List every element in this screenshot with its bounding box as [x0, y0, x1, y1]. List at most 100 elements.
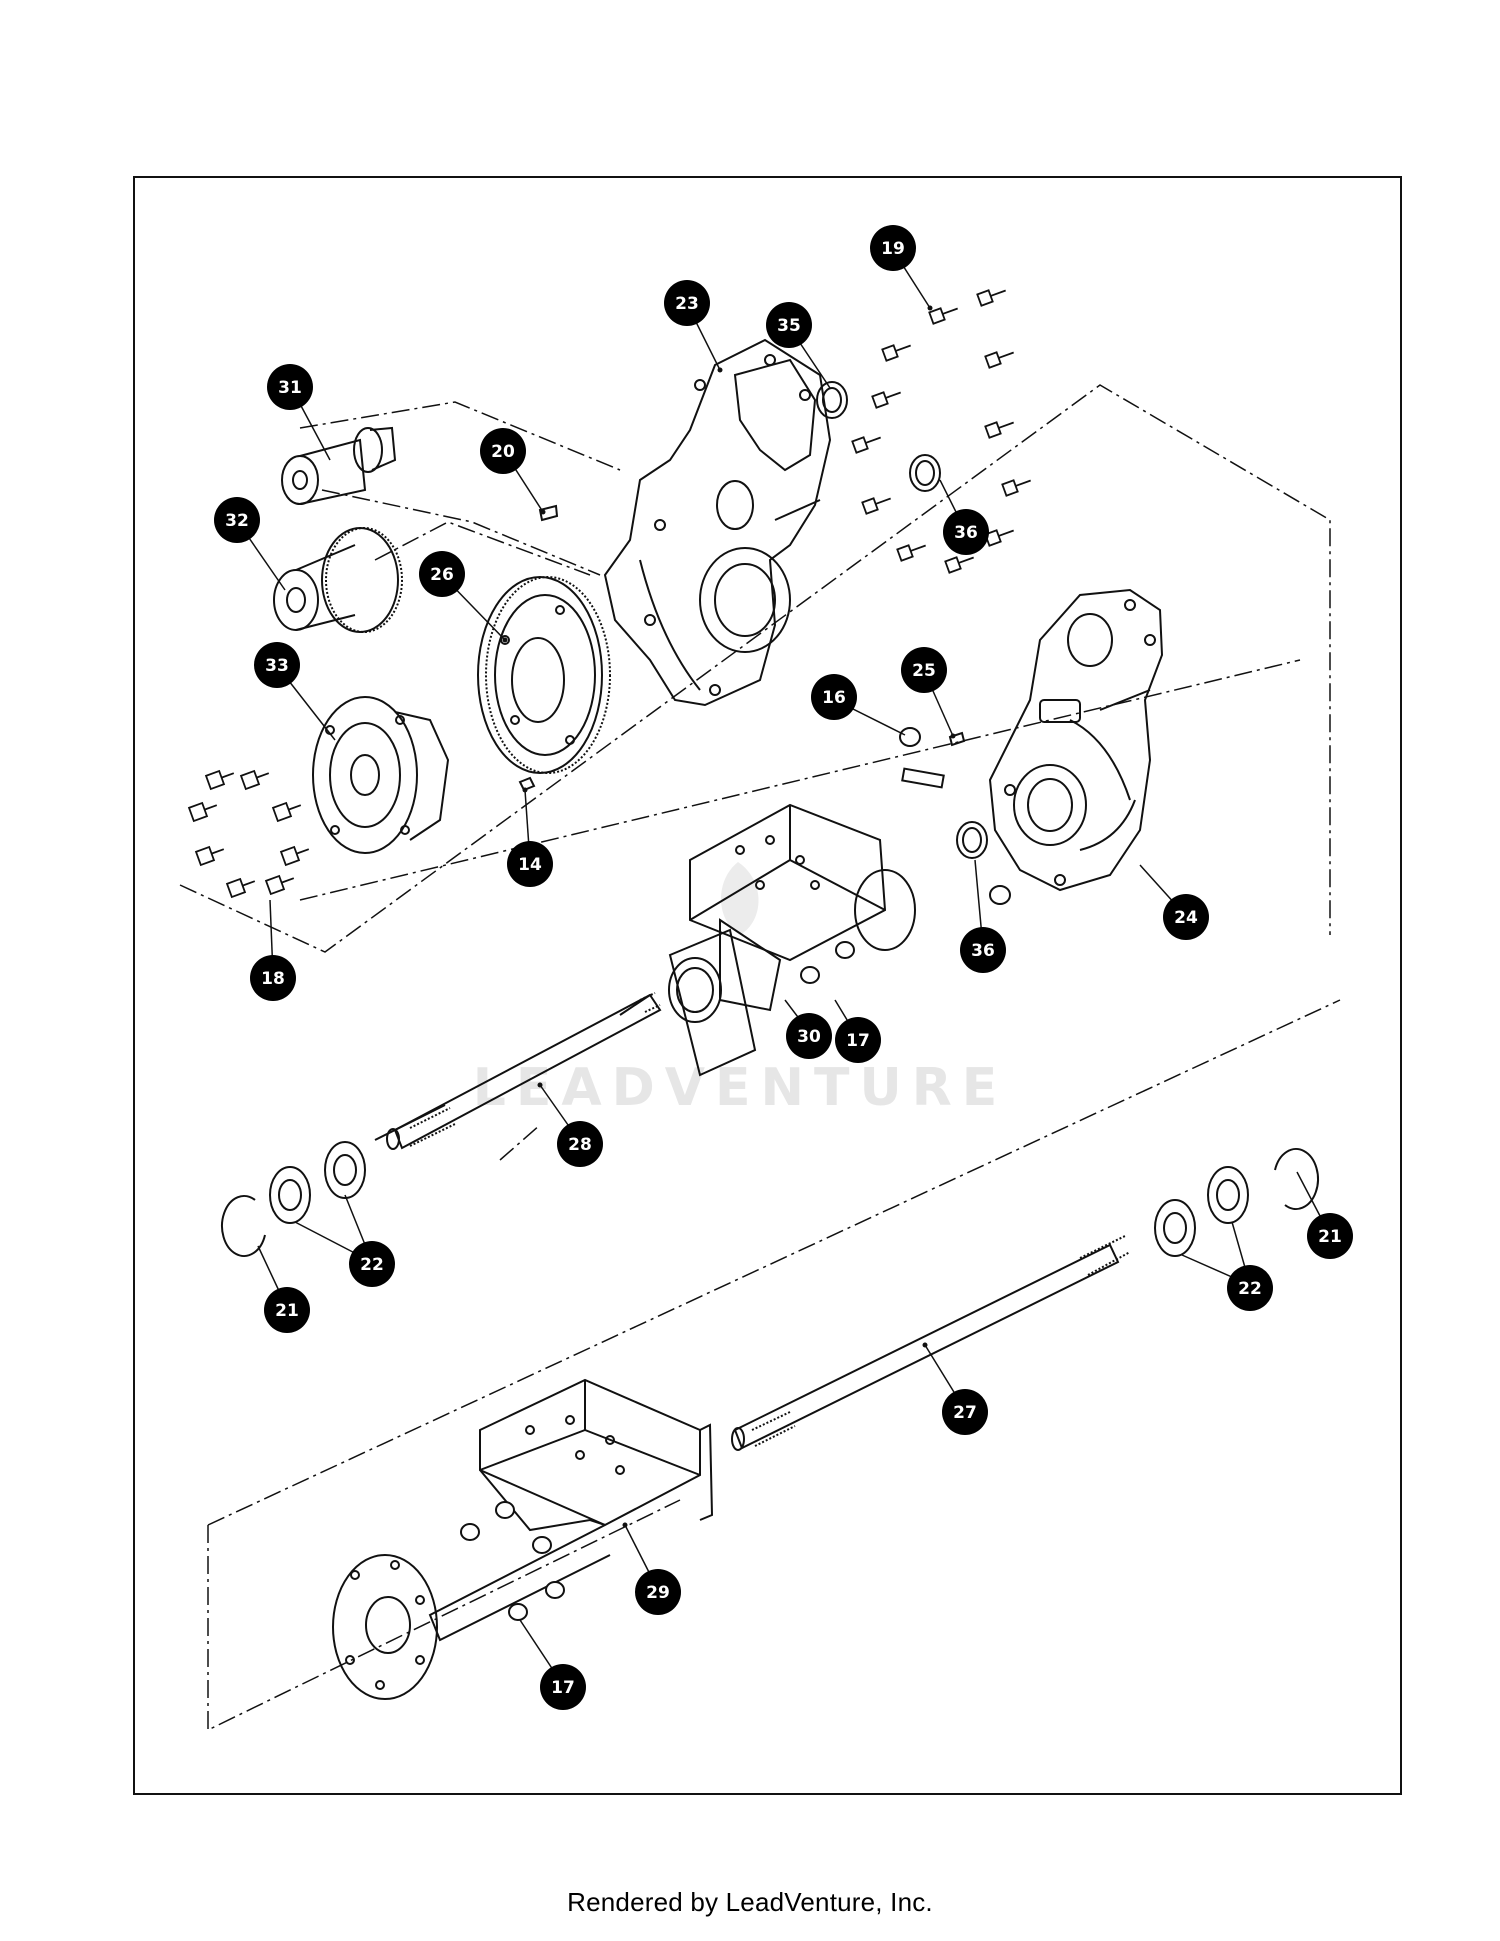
callout-labels: 19 23 35 31 20 36 32 26 25 16 33 14 24 36 18 30 17 28 22 21… — [214, 225, 1353, 1710]
callout-number: 22 — [1238, 1279, 1262, 1299]
callout-circle — [943, 509, 989, 555]
callout-circle — [870, 225, 916, 271]
seal-35 — [816, 381, 848, 419]
callout-circle — [480, 428, 526, 474]
callout-23: 23 — [664, 280, 710, 326]
callout-24: 24 — [1163, 894, 1209, 940]
spring-pin — [901, 767, 945, 789]
callout-number: 36 — [954, 523, 978, 543]
bearings-22-left — [269, 1141, 366, 1224]
pin-20 — [538, 504, 559, 522]
callout-36b: 36 — [960, 927, 1006, 973]
seal-36b — [956, 821, 988, 859]
callout-circle — [766, 302, 812, 348]
callout-circle — [960, 927, 1006, 973]
callout-32: 32 — [214, 497, 260, 543]
callout-circle — [267, 364, 313, 410]
callout-circle — [349, 1241, 395, 1287]
callout-36a: 36 — [943, 509, 989, 555]
watermark: LEADVENTURE — [473, 862, 1008, 1118]
callout-35: 35 — [766, 302, 812, 348]
bolts-17a — [800, 941, 855, 984]
bolt-set-18 — [187, 769, 310, 899]
callout-circle — [540, 1664, 586, 1710]
pin-25 — [948, 731, 966, 747]
assembly-guide-lines — [179, 384, 1341, 1732]
housing-half-24 — [988, 588, 1164, 892]
callout-number: 20 — [491, 442, 515, 462]
callout-number: 21 — [1318, 1227, 1342, 1247]
callout-number: 22 — [360, 1255, 384, 1275]
nut-near-24 — [989, 885, 1011, 905]
callout-number: 19 — [881, 239, 905, 259]
pinion-shaft-31 — [281, 426, 397, 505]
watermark-text: LEADVENTURE — [473, 1058, 1008, 1118]
axle-tube-30 — [668, 803, 916, 1077]
ring-gear-26 — [477, 576, 611, 774]
bolts-17b — [460, 1501, 565, 1621]
small-parts — [518, 381, 1011, 905]
seal-36a — [909, 454, 941, 492]
callout-27: 27 — [942, 1389, 988, 1435]
bolt-set-19 — [851, 289, 1031, 574]
callout-number: 23 — [675, 294, 699, 314]
callout-circle — [786, 1013, 832, 1059]
callout-number: 32 — [225, 511, 249, 531]
callout-22b: 22 — [1227, 1265, 1273, 1311]
callout-18: 18 — [250, 955, 296, 1001]
callout-circle — [254, 642, 300, 688]
retaining-ring-21-right — [1274, 1148, 1319, 1210]
callout-31: 31 — [267, 364, 313, 410]
callout-17b: 17 — [540, 1664, 586, 1710]
callout-26: 26 — [419, 551, 465, 597]
nut-16 — [899, 727, 921, 747]
callout-number: 25 — [912, 661, 936, 681]
shaft-28 — [374, 992, 662, 1150]
housing-half-23 — [603, 338, 832, 707]
callout-33: 33 — [254, 642, 300, 688]
callout-number: 29 — [646, 1583, 670, 1603]
callout-circle — [942, 1389, 988, 1435]
callout-17a: 17 — [835, 1017, 881, 1063]
gear-32 — [273, 527, 403, 633]
callout-25: 25 — [901, 647, 947, 693]
callout-16: 16 — [811, 674, 857, 720]
callout-number: 18 — [261, 969, 285, 989]
callout-circle — [419, 551, 465, 597]
callout-number: 17 — [551, 1678, 575, 1698]
callout-circle — [557, 1121, 603, 1167]
callout-circle — [811, 674, 857, 720]
callout-circle — [635, 1569, 681, 1615]
callout-number: 28 — [568, 1135, 592, 1155]
callout-number: 27 — [953, 1403, 977, 1423]
callout-circle — [1307, 1213, 1353, 1259]
callout-29: 29 — [635, 1569, 681, 1615]
callout-22a: 22 — [349, 1241, 395, 1287]
callout-20: 20 — [480, 428, 526, 474]
callout-circle — [1163, 894, 1209, 940]
shaft-27 — [731, 1235, 1131, 1451]
callout-30: 30 — [786, 1013, 832, 1059]
diagram-frame — [133, 176, 1402, 1795]
retaining-ring-21-left — [221, 1195, 266, 1257]
callout-circle — [507, 841, 553, 887]
callout-19: 19 — [870, 225, 916, 271]
callout-circle — [1227, 1265, 1273, 1311]
callout-number: 35 — [777, 316, 801, 336]
carrier-33 — [312, 696, 450, 854]
callout-28: 28 — [557, 1121, 603, 1167]
callout-number: 16 — [822, 688, 846, 708]
callout-number: 14 — [518, 855, 542, 875]
callout-number: 17 — [846, 1031, 870, 1051]
callout-number: 31 — [278, 378, 302, 398]
key-14 — [518, 776, 536, 792]
callout-circle — [664, 280, 710, 326]
callout-number: 36 — [971, 941, 995, 961]
callout-circle — [264, 1287, 310, 1333]
callout-circle — [214, 497, 260, 543]
footer-credit: Rendered by LeadVenture, Inc. — [567, 1887, 933, 1917]
axle-tube-29 — [332, 1378, 714, 1700]
callout-14: 14 — [507, 841, 553, 887]
callout-circle — [835, 1017, 881, 1063]
